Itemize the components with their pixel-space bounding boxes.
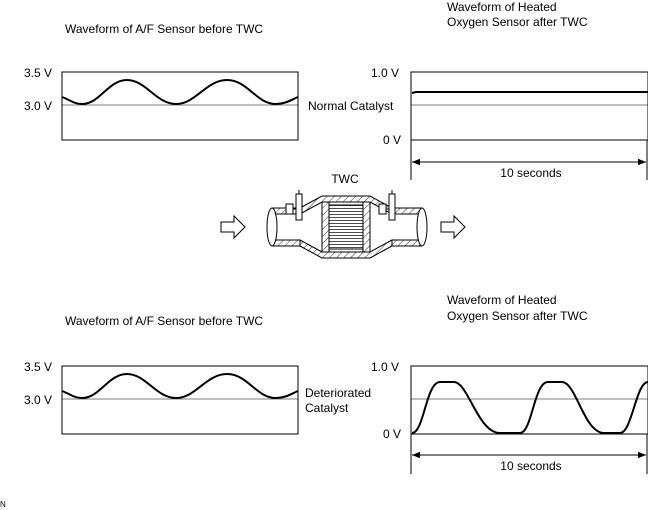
top-ho2-waveform: [411, 91, 648, 94]
twc-label: TWC: [331, 172, 359, 186]
bottom-ho2-title-line2: Oxygen Sensor after TWC: [447, 309, 588, 323]
bottom-ho2-chart: 1.0 V 0 V Deteriorated Catalyst: [305, 360, 648, 441]
ho2-sensor-icon: [378, 190, 396, 221]
top-section: Waveform of A/F Sensor before TWC Wavefo…: [24, 0, 648, 180]
top-af-y-high: 3.5 V: [24, 66, 52, 80]
bottom-ho2-frame: [410, 365, 648, 435]
top-ho2-title-line2: Oxygen Sensor after TWC: [447, 15, 588, 29]
catalyst-substrate: [328, 204, 364, 250]
bottom-ho2-y-high: 1.0 V: [371, 360, 399, 374]
top-duration-label: 10 seconds: [500, 166, 561, 180]
top-af-waveform: [61, 78, 299, 106]
top-ho2-y-low: 0 V: [383, 133, 401, 147]
top-ho2-y-high: 1.0 V: [371, 66, 399, 80]
top-ho2-chart: 1.0 V 0 V Normal Catalyst: [308, 66, 648, 147]
bottom-af-chart: 3.5 V 3.0 V: [24, 360, 299, 435]
flow-in-arrow-icon: [220, 214, 246, 240]
bottom-ho2-title-line1: Waveform of Heated: [447, 293, 557, 307]
bottom-section: Waveform of A/F Sensor before TWC Wavefo…: [24, 293, 648, 474]
bottom-af-y-low: 3.0 V: [24, 393, 52, 407]
top-condition-label: Normal Catalyst: [308, 99, 394, 113]
top-duration-dimension: 10 seconds: [410, 140, 648, 180]
bottom-ho2-waveform: [411, 381, 648, 434]
top-af-title: Waveform of A/F Sensor before TWC: [65, 22, 263, 36]
bottom-ho2-y-low: 0 V: [383, 427, 401, 441]
bottom-condition-label-line1: Deteriorated: [305, 386, 371, 400]
top-ho2-title-line1: Waveform of Heated: [447, 0, 557, 14]
bottom-af-frame: [61, 365, 299, 435]
bottom-condition-label-line2: Catalyst: [305, 401, 349, 415]
top-ho2-frame: [410, 71, 648, 141]
bottom-af-title: Waveform of A/F Sensor before TWC: [65, 314, 263, 328]
bottom-duration-label: 10 seconds: [500, 459, 561, 473]
af-sensor-icon: [285, 190, 303, 221]
bottom-duration-dimension: 10 seconds: [410, 434, 648, 474]
twc-converter-drawing: TWC: [220, 172, 466, 259]
bottom-af-y-high: 3.5 V: [24, 360, 52, 374]
top-af-frame: [61, 71, 299, 141]
top-af-y-low: 3.0 V: [24, 99, 52, 113]
flow-out-arrow-icon: [440, 214, 466, 240]
bottom-af-waveform: [61, 372, 299, 400]
top-af-chart: 3.5 V 3.0 V: [24, 66, 299, 141]
figure-code: N: [0, 500, 6, 509]
